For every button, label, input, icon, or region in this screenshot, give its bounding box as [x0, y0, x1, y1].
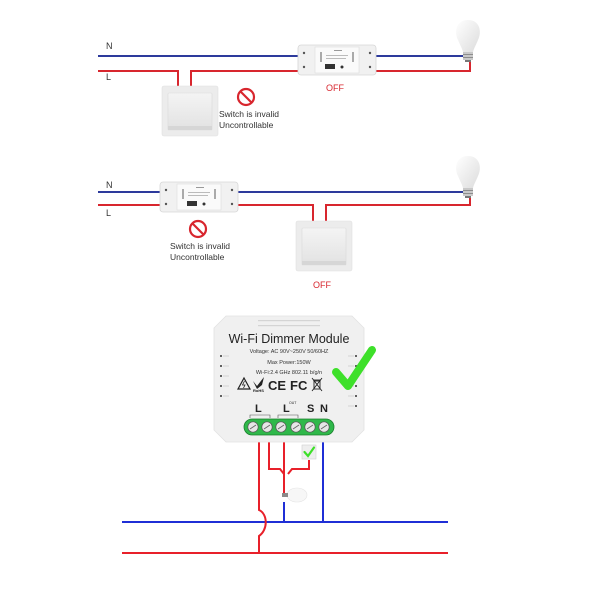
wall-switch: [161, 85, 219, 137]
note-line-1: Switch is invalid: [219, 109, 279, 119]
dimmer-module: [213, 315, 365, 443]
live-wire-to-bulb: [325, 198, 471, 222]
module-max-power: Max Power:150W: [267, 360, 311, 366]
scenario-1: N L OFF Switch is invalid Uncontrollable: [98, 20, 480, 137]
certification-marks: RoHS CE FC: [236, 376, 323, 393]
scenario-2: N L OFF Switch is invalid Uncontrollable: [98, 156, 480, 290]
neutral-label: N: [106, 180, 113, 190]
smart-relay: [297, 44, 377, 76]
fcc-mark: FC: [290, 378, 308, 393]
live-wire: [98, 70, 179, 86]
warning-icon: [236, 376, 252, 390]
svg-text:RoHS: RoHS: [253, 388, 264, 393]
terminal-label-s: S: [307, 403, 314, 415]
scenario-3: Wi-Fi Dimmer Module Voltage: AC 90V~250V…: [122, 315, 448, 554]
checkmark-icon: [303, 446, 316, 458]
module-wifi: Wi-Fi:2.4 GHz 802.11 b/g/n: [256, 370, 322, 376]
terminal-block: [243, 418, 335, 436]
live-loop-wire: [268, 440, 285, 475]
switch-return-wire: [287, 460, 310, 475]
rohs-icon: RoHS: [253, 377, 264, 393]
external-switch: [301, 444, 317, 460]
live-wire-to-switch: [236, 204, 314, 222]
live-wire-to-relay: [190, 70, 300, 86]
neutral-label: N: [106, 41, 113, 51]
terminal-label-lout-sup: OUT: [289, 401, 297, 405]
switch-state: OFF: [313, 280, 331, 290]
weee-bin-icon: [311, 377, 323, 392]
note-line-2: Uncontrollable: [219, 120, 274, 130]
note-line-2: Uncontrollable: [170, 252, 225, 262]
live-wire-to-bulb: [375, 62, 471, 72]
live-label: L: [106, 208, 111, 218]
module-title: Wi-Fi Dimmer Module: [229, 332, 350, 346]
wall-switch: [295, 220, 353, 272]
note-line-1: Switch is invalid: [170, 241, 230, 251]
load-bulb-icon: [282, 487, 308, 503]
prohibited-icon: [188, 219, 208, 239]
terminal-label-n: N: [320, 403, 328, 415]
terminal-label-lout: L: [283, 403, 290, 415]
terminal-label-l: L: [255, 403, 262, 415]
prohibited-icon: [236, 87, 256, 107]
relay-state: OFF: [326, 83, 344, 93]
smart-relay: [159, 181, 239, 213]
live-input-wire: [258, 440, 267, 553]
module-voltage: Voltage: AC 90V~250V 50/60HZ: [250, 349, 329, 355]
ce-mark: CE: [268, 378, 286, 393]
checkmark-icon: [332, 346, 376, 390]
live-label: L: [106, 72, 111, 82]
